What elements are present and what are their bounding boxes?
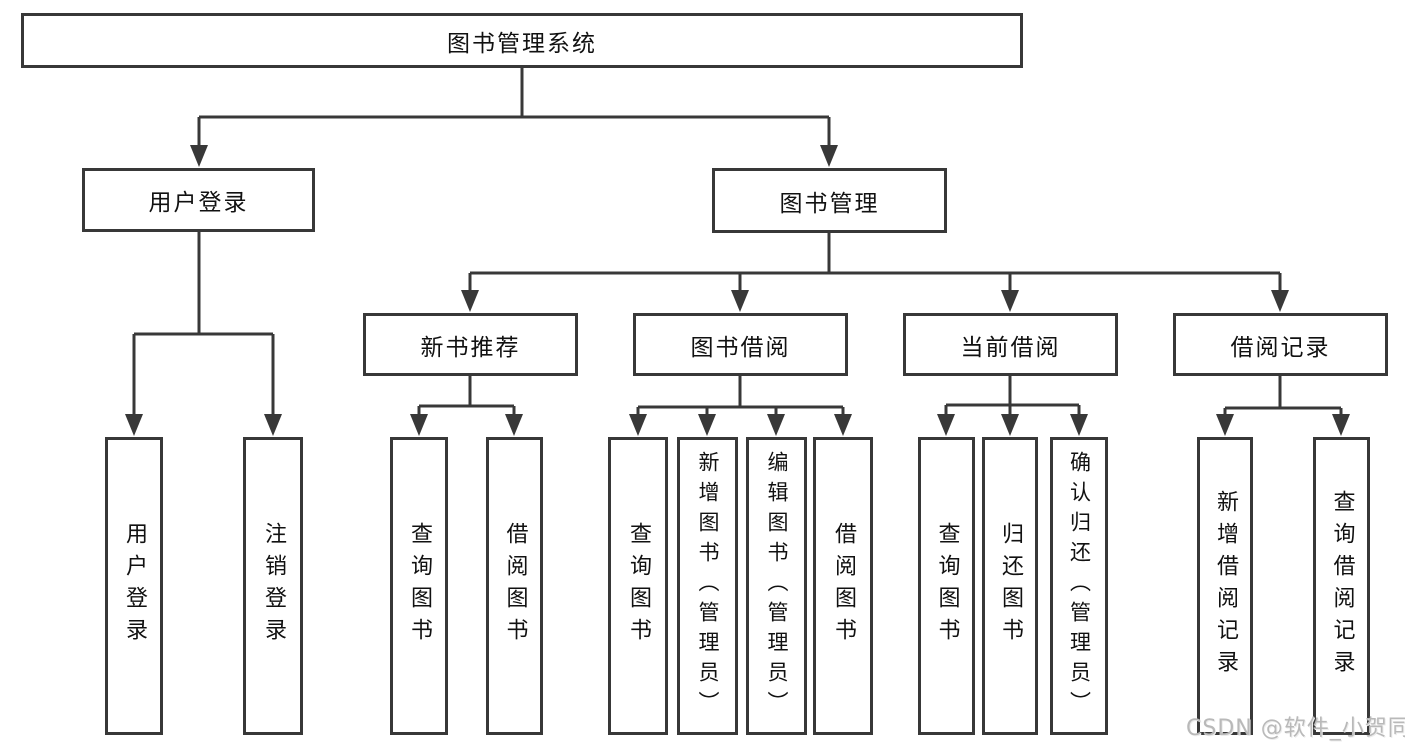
arrowheads <box>125 145 1350 436</box>
leaf-logout-label: 注销登录 <box>261 522 286 650</box>
node-borrow-records: 借阅记录 <box>1173 313 1388 376</box>
connector-user-login-to-leaves <box>132 232 275 419</box>
node-current-borrow-label: 当前借阅 <box>960 334 1061 361</box>
arrow-down-icon <box>410 414 428 436</box>
arrow-down-icon <box>505 414 523 436</box>
node-current-borrow: 当前借阅 <box>903 313 1118 376</box>
leaf-query-books-borrow-label: 查询图书 <box>626 522 651 650</box>
leaf-borrow-books-recommend-label: 借阅图书 <box>502 522 528 650</box>
connector-root-to-level2 <box>197 68 831 150</box>
arrow-down-icon <box>125 414 143 436</box>
node-user-login-label: 用户登录 <box>148 190 249 216</box>
node-book-borrow: 图书借阅 <box>633 313 848 376</box>
arrow-down-icon <box>767 414 785 436</box>
node-book-borrow-label: 图书借阅 <box>690 334 791 361</box>
leaf-add-borrow-record: 新增借阅记录 <box>1197 437 1253 735</box>
node-borrow-records-label: 借阅记录 <box>1230 334 1331 361</box>
arrow-down-icon <box>937 414 955 436</box>
node-root: 图书管理系统 <box>21 13 1023 68</box>
arrow-down-icon <box>1332 414 1350 436</box>
leaf-borrow-books-borrow: 借阅图书 <box>813 437 873 735</box>
arrow-down-icon <box>461 290 479 312</box>
leaf-query-books-current: 查询图书 <box>918 437 975 735</box>
leaf-return-book: 归还图书 <box>982 437 1038 735</box>
leaf-return-book-label: 归还图书 <box>998 522 1023 650</box>
arrow-down-icon <box>1070 414 1088 436</box>
leaf-add-borrow-record-label: 新增借阅记录 <box>1213 490 1238 682</box>
arrow-down-icon <box>698 414 716 436</box>
leaf-query-books-recommend: 查询图书 <box>390 437 448 735</box>
arrow-down-icon <box>820 145 838 167</box>
arrow-down-icon <box>190 145 208 167</box>
arrow-down-icon <box>264 414 282 436</box>
arrow-down-icon <box>834 414 852 436</box>
arrow-down-icon <box>1271 290 1289 312</box>
arrow-down-icon <box>1001 414 1019 436</box>
leaf-borrow-books-borrow-label: 借阅图书 <box>831 522 856 650</box>
node-book-management-label: 图书管理 <box>779 190 880 217</box>
leaf-add-book-admin: 新增图书（管理员） <box>677 437 738 735</box>
arrow-down-icon <box>731 290 749 312</box>
leaf-query-books-recommend-label: 查询图书 <box>407 522 432 650</box>
leaf-borrow-books-recommend: 借阅图书 <box>486 437 543 735</box>
node-new-book-recommend: 新书推荐 <box>363 313 578 376</box>
node-root-label: 图书管理系统 <box>447 30 597 57</box>
csdn-watermark: CSDN @软件_小贺同学 <box>1186 716 1405 741</box>
connector-borrow-records-to-leaves <box>1223 376 1343 421</box>
leaf-confirm-return-admin: 确认归还（管理员） <box>1050 437 1108 735</box>
leaf-query-books-borrow: 查询图书 <box>608 437 668 735</box>
leaf-add-book-admin-label: 新增图书（管理员） <box>696 451 720 721</box>
leaf-confirm-return-admin-label: 确认归还（管理员） <box>1067 451 1092 721</box>
leaf-query-borrow-record-label: 查询借阅记录 <box>1329 490 1355 682</box>
node-user-login: 用户登录 <box>82 168 315 232</box>
leaf-edit-book-admin-label: 编辑图书（管理员） <box>765 451 789 721</box>
arrow-down-icon <box>1216 414 1234 436</box>
leaf-query-books-current-label: 查询图书 <box>934 522 960 650</box>
arrow-down-icon <box>629 414 647 436</box>
node-new-book-recommend-label: 新书推荐 <box>420 334 521 361</box>
leaf-edit-book-admin: 编辑图书（管理员） <box>746 437 807 735</box>
leaf-user-login: 用户登录 <box>105 437 163 735</box>
connector-new-book-to-leaves <box>417 376 516 421</box>
arrow-down-icon <box>1001 290 1019 312</box>
leaf-user-login-label: 用户登录 <box>122 522 147 650</box>
leaf-query-borrow-record: 查询借阅记录 <box>1313 437 1370 735</box>
connector-book-borrow-to-leaves <box>636 376 845 421</box>
node-book-management: 图书管理 <box>712 168 947 233</box>
leaf-logout: 注销登录 <box>243 437 303 735</box>
connector-book-management-to-level3 <box>468 233 1282 295</box>
connector-current-borrow-to-leaves <box>944 376 1081 421</box>
